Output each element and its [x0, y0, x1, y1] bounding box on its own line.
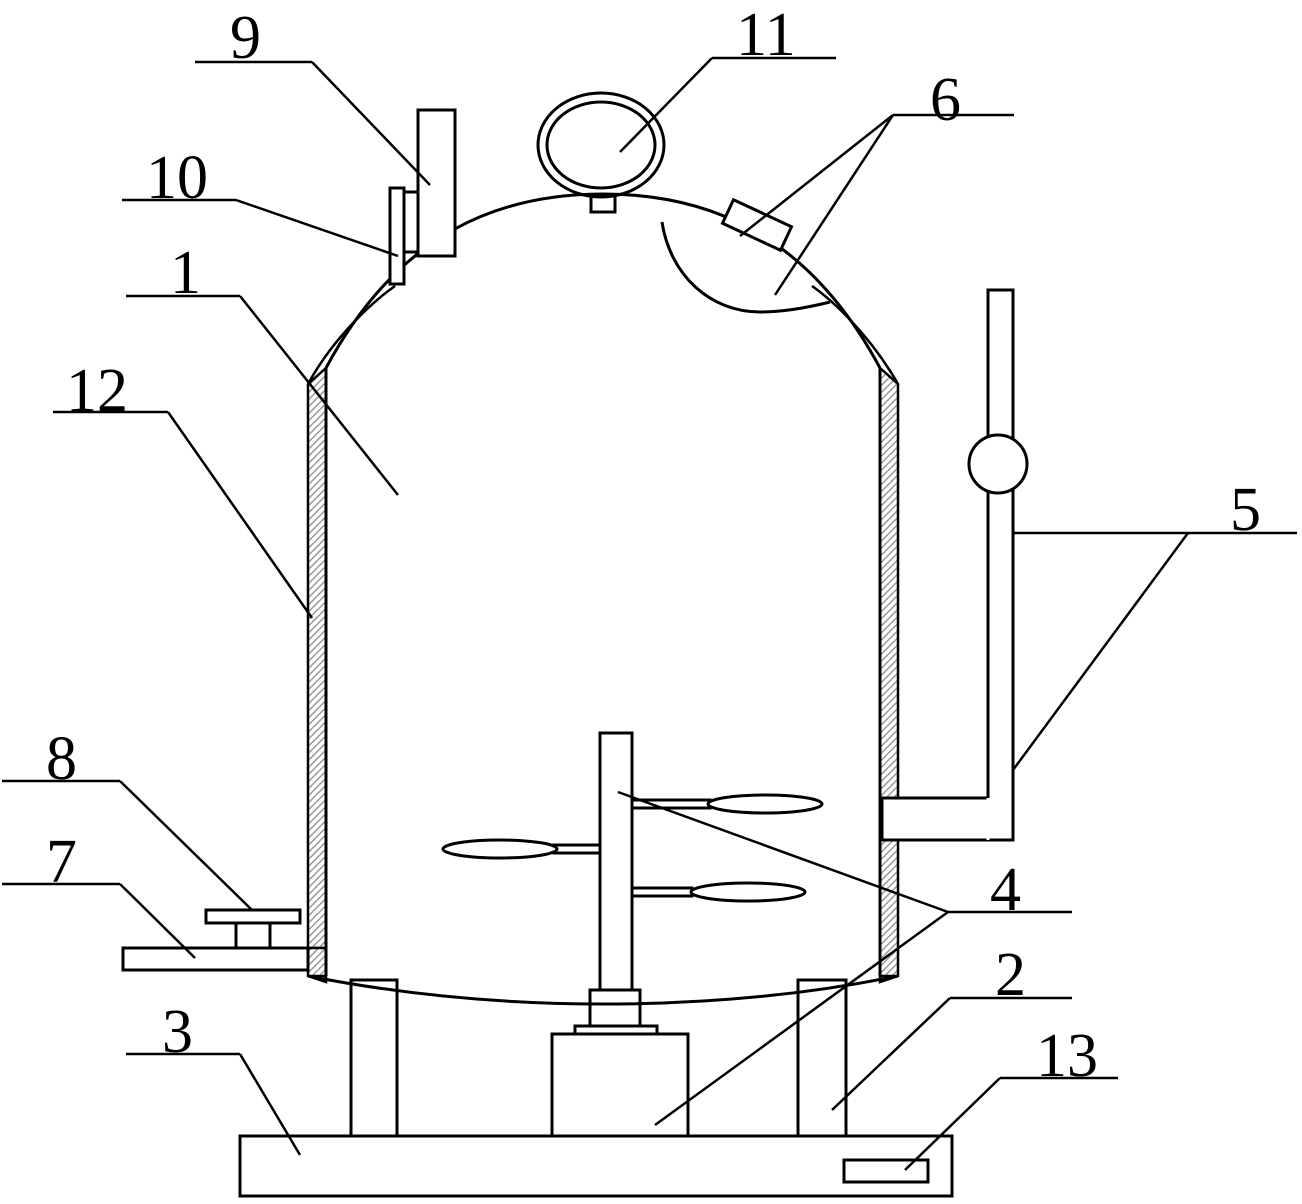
label-hatch: 6: [930, 66, 961, 134]
control-panel: [842, 1158, 930, 1184]
support-legs: [349, 978, 848, 1138]
label-small-valve: 10: [146, 144, 208, 212]
hatch: [660, 197, 831, 314]
outlet-pipe: [121, 946, 310, 972]
vent-pipe: [416, 108, 457, 258]
label-outlet: 7: [46, 828, 77, 896]
label-valve: 8: [46, 725, 77, 793]
label-legs: 2: [995, 941, 1026, 1009]
label-gauge: 11: [736, 1, 796, 69]
label-vent: 9: [230, 4, 261, 72]
leader-lines: [2, 56, 1297, 1171]
motor: [550, 988, 690, 1138]
small-valve: [388, 186, 420, 286]
label-stirrer: 4: [990, 856, 1021, 924]
label-jacket: 12: [66, 357, 128, 425]
pressure-gauge: [536, 91, 666, 214]
label-base: 3: [162, 998, 193, 1066]
base-plate: [238, 1134, 954, 1198]
label-pipe: 5: [1230, 476, 1261, 544]
label-tank: 1: [170, 239, 201, 307]
outlet-valve: [204, 908, 302, 950]
label-control-panel: 13: [1036, 1022, 1098, 1090]
stirrer: [441, 731, 824, 992]
side-pipe: [880, 288, 1029, 842]
